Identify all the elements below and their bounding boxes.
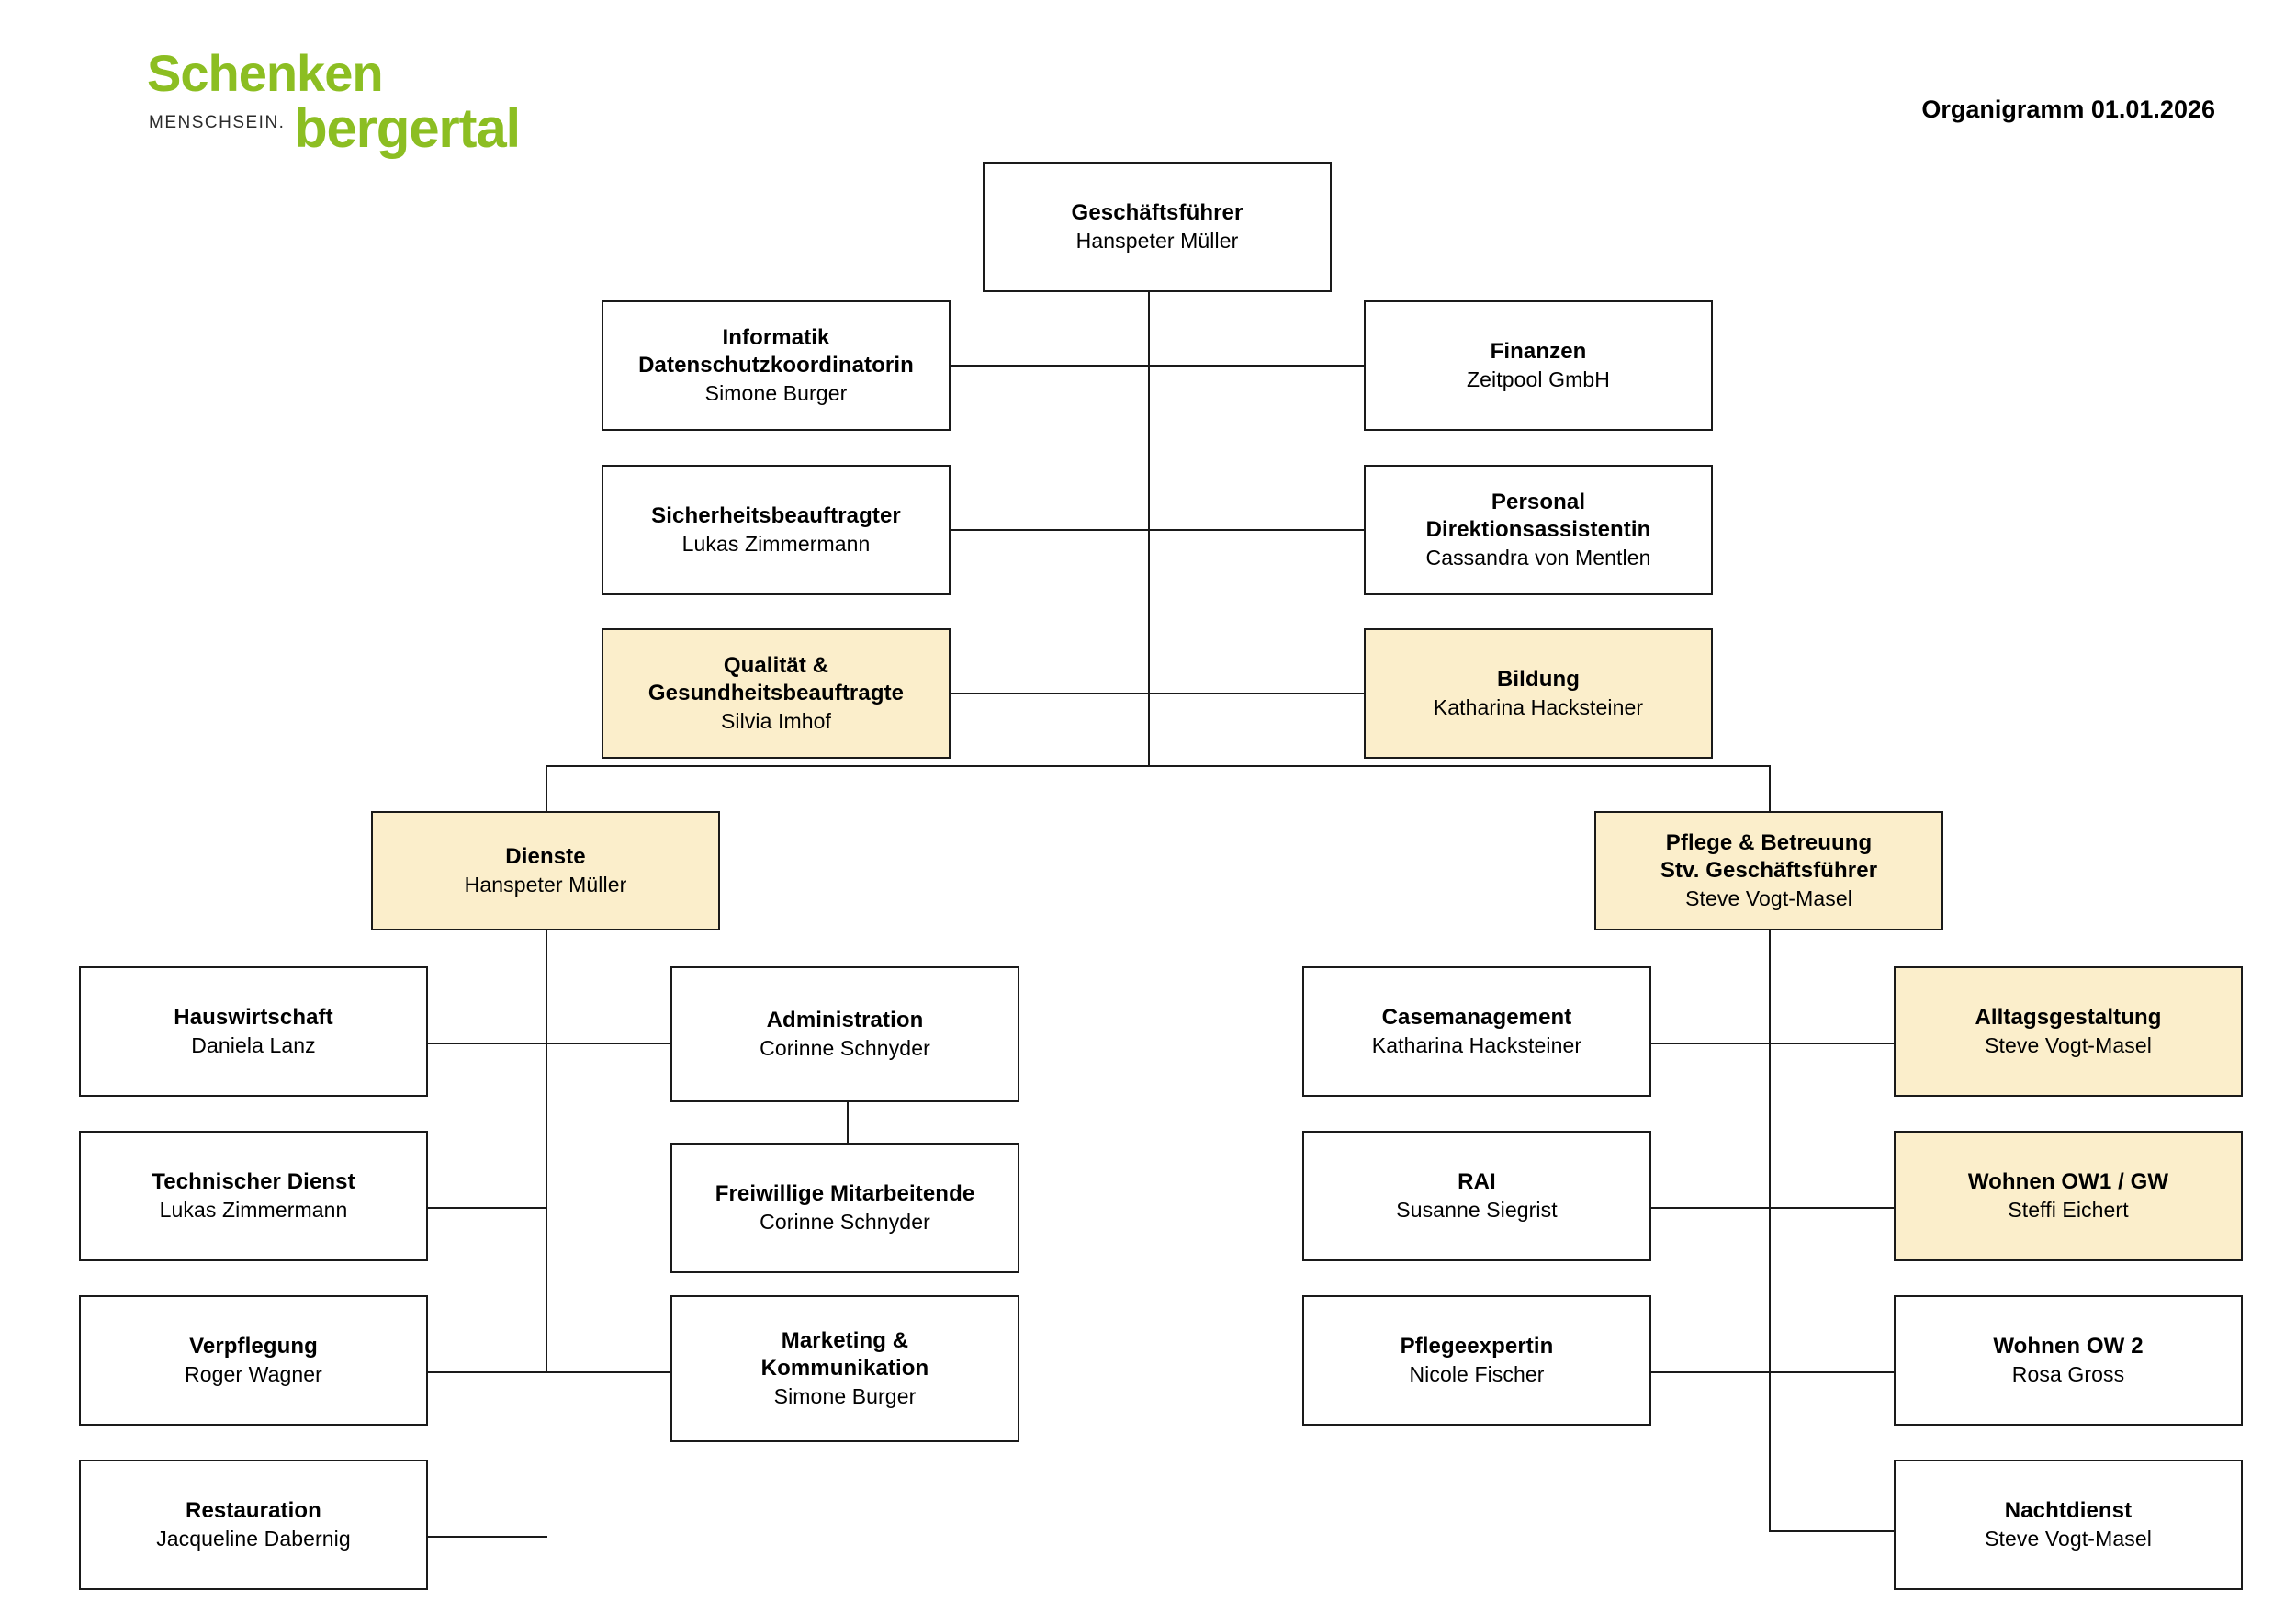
node-person: Roger Wagner xyxy=(185,1361,322,1386)
node-person: Lukas Zimmermann xyxy=(159,1197,348,1222)
node-hauswirtschaft[interactable]: Hauswirtschaft Daniela Lanz xyxy=(79,966,428,1097)
connector-pflege-row3 xyxy=(1651,1371,1894,1373)
node-bildung[interactable]: Bildung Katharina Hacksteiner xyxy=(1364,628,1713,759)
node-title-line2: Datenschutzkoordinatorin xyxy=(638,353,914,378)
node-informatik-datenschutzkoordinatorin[interactable]: Informatik Datenschutzkoordinatorin Simo… xyxy=(602,300,951,431)
connector-pflege-row4 xyxy=(1769,1530,1894,1532)
connector-pflege-row1 xyxy=(1651,1043,1894,1044)
node-verpflegung[interactable]: Verpflegung Roger Wagner xyxy=(79,1295,428,1426)
connector-dienste-row3 xyxy=(428,1371,670,1373)
node-person: Simone Burger xyxy=(773,1384,917,1408)
connector-dienste-row2 xyxy=(428,1207,547,1209)
node-alltagsgestaltung[interactable]: Alltagsgestaltung Steve Vogt-Masel xyxy=(1894,966,2243,1097)
node-title: Wohnen OW1 / GW xyxy=(1967,1168,2169,1194)
logo-claim-menschsein: MENSCHSEIN. xyxy=(149,113,286,132)
node-person: Nicole Fischer xyxy=(1409,1361,1545,1386)
node-person: Steve Vogt-Masel xyxy=(1985,1526,2152,1551)
logo-word-schenken: Schenken xyxy=(147,44,384,102)
node-title: Pflegeexpertin xyxy=(1400,1333,1554,1359)
node-title: Hauswirtschaft xyxy=(174,1004,333,1030)
node-person: Hanspeter Müller xyxy=(464,872,627,897)
node-person: Zeitpool GmbH xyxy=(1467,367,1610,391)
node-pflegeexpertin[interactable]: Pflegeexpertin Nicole Fischer xyxy=(1302,1295,1651,1426)
node-title-line1: Pflege & Betreuung xyxy=(1665,829,1873,855)
node-person: Katharina Hacksteiner xyxy=(1371,1032,1582,1057)
node-pflege-betreuung[interactable]: Pflege & Betreuung Stv. Geschäftsführer … xyxy=(1594,811,1943,930)
connector-pflege-row2 xyxy=(1651,1207,1894,1209)
node-person: Susanne Siegrist xyxy=(1396,1197,1558,1222)
node-sicherheitsbeauftragter[interactable]: Sicherheitsbeauftragter Lukas Zimmermann xyxy=(602,465,951,595)
connector-staff-row1 xyxy=(951,365,1364,367)
connector-bus-drop-pflege xyxy=(1769,765,1771,811)
node-person: Steffi Eichert xyxy=(2008,1197,2129,1222)
node-title: Administration xyxy=(766,1007,924,1032)
node-title: Nachtdienst xyxy=(2004,1497,2133,1523)
connector-dienste-spine xyxy=(546,930,547,1373)
node-restauration[interactable]: Restauration Jacqueline Dabernig xyxy=(79,1460,428,1590)
node-title: Freiwillige Mitarbeitende xyxy=(715,1180,975,1206)
node-rai[interactable]: RAI Susanne Siegrist xyxy=(1302,1131,1651,1261)
connector-pflege-spine xyxy=(1769,930,1771,1532)
node-title-line1: Marketing & xyxy=(781,1327,909,1353)
node-title-line2: Direktionsassistentin xyxy=(1425,517,1651,543)
node-title-line2: Kommunikation xyxy=(760,1356,929,1382)
node-qualitaet-gesundheitsbeauftragte[interactable]: Qualität & Gesundheitsbeauftragte Silvia… xyxy=(602,628,951,759)
node-person: Steve Vogt-Masel xyxy=(1685,886,1852,910)
node-person: Cassandra von Mentlen xyxy=(1425,546,1651,570)
node-title: Wohnen OW 2 xyxy=(1993,1333,2144,1359)
node-title: Technischer Dienst xyxy=(152,1168,355,1194)
node-title: Casemanagement xyxy=(1381,1004,1572,1030)
node-title-line1: Personal xyxy=(1491,489,1586,514)
connector-bus-drop-dienste xyxy=(546,765,547,811)
node-wohnen-ow2[interactable]: Wohnen OW 2 Rosa Gross xyxy=(1894,1295,2243,1426)
node-title: Restauration xyxy=(186,1497,321,1523)
node-title: Bildung xyxy=(1496,666,1580,692)
node-wohnen-ow1-gw[interactable]: Wohnen OW1 / GW Steffi Eichert xyxy=(1894,1131,2243,1261)
node-title: Geschäftsführer xyxy=(1071,199,1244,225)
node-personal-direktionsassistentin[interactable]: Personal Direktionsassistentin Cassandra… xyxy=(1364,465,1713,595)
node-person: Simone Burger xyxy=(704,381,848,405)
node-marketing-kommunikation[interactable]: Marketing & Kommunikation Simone Burger xyxy=(670,1295,1019,1442)
node-title-line1: Qualität & xyxy=(723,652,829,678)
connector-dienste-row1 xyxy=(428,1043,670,1044)
company-logo: Schenken MENSCHSEIN. bergertal xyxy=(140,44,525,156)
node-freiwillige-mitarbeitende[interactable]: Freiwillige Mitarbeitende Corinne Schnyd… xyxy=(670,1143,1019,1273)
node-person: Silvia Imhof xyxy=(720,709,832,733)
connector-staff-row2 xyxy=(951,529,1364,531)
node-dienste[interactable]: Dienste Hanspeter Müller xyxy=(371,811,720,930)
node-person: Jacqueline Dabernig xyxy=(156,1526,351,1551)
node-title-line2: Gesundheitsbeauftragte xyxy=(647,681,905,706)
node-title: Dienste xyxy=(505,843,586,869)
node-title: Alltagsgestaltung xyxy=(1975,1004,2162,1030)
node-title-line1: Informatik xyxy=(722,324,830,350)
node-person: Katharina Hacksteiner xyxy=(1433,694,1644,719)
connector-staff-row3 xyxy=(951,693,1364,694)
logo-word-bergertal: bergertal xyxy=(294,97,521,159)
node-title: Verpflegung xyxy=(189,1333,318,1359)
connector-division-bus xyxy=(546,765,1771,767)
node-nachtdienst[interactable]: Nachtdienst Steve Vogt-Masel xyxy=(1894,1460,2243,1590)
node-person: Corinne Schnyder xyxy=(760,1035,930,1060)
node-title: Finanzen xyxy=(1490,338,1587,364)
node-finanzen[interactable]: Finanzen Zeitpool GmbH xyxy=(1364,300,1713,431)
page-title: Organigramm 01.01.2026 xyxy=(1921,96,2215,123)
node-title: Sicherheitsbeauftragter xyxy=(651,502,901,528)
node-geschaeftsfuehrer[interactable]: Geschäftsführer Hanspeter Müller xyxy=(983,162,1332,292)
node-title: RAI xyxy=(1458,1168,1496,1194)
node-technischer-dienst[interactable]: Technischer Dienst Lukas Zimmermann xyxy=(79,1131,428,1261)
node-title-line2: Stv. Geschäftsführer xyxy=(1660,858,1878,884)
node-casemanagement[interactable]: Casemanagement Katharina Hacksteiner xyxy=(1302,966,1651,1097)
node-person: Daniela Lanz xyxy=(191,1032,316,1057)
connector-admin-to-freiwillige xyxy=(847,1102,849,1143)
connector-dienste-row4 xyxy=(428,1536,547,1538)
node-person: Lukas Zimmermann xyxy=(681,531,871,556)
node-administration[interactable]: Administration Corinne Schnyder xyxy=(670,966,1019,1102)
node-person: Rosa Gross xyxy=(2011,1361,2125,1386)
node-person: Hanspeter Müller xyxy=(1075,228,1239,253)
node-person: Corinne Schnyder xyxy=(760,1209,930,1234)
node-person: Steve Vogt-Masel xyxy=(1985,1032,2152,1057)
